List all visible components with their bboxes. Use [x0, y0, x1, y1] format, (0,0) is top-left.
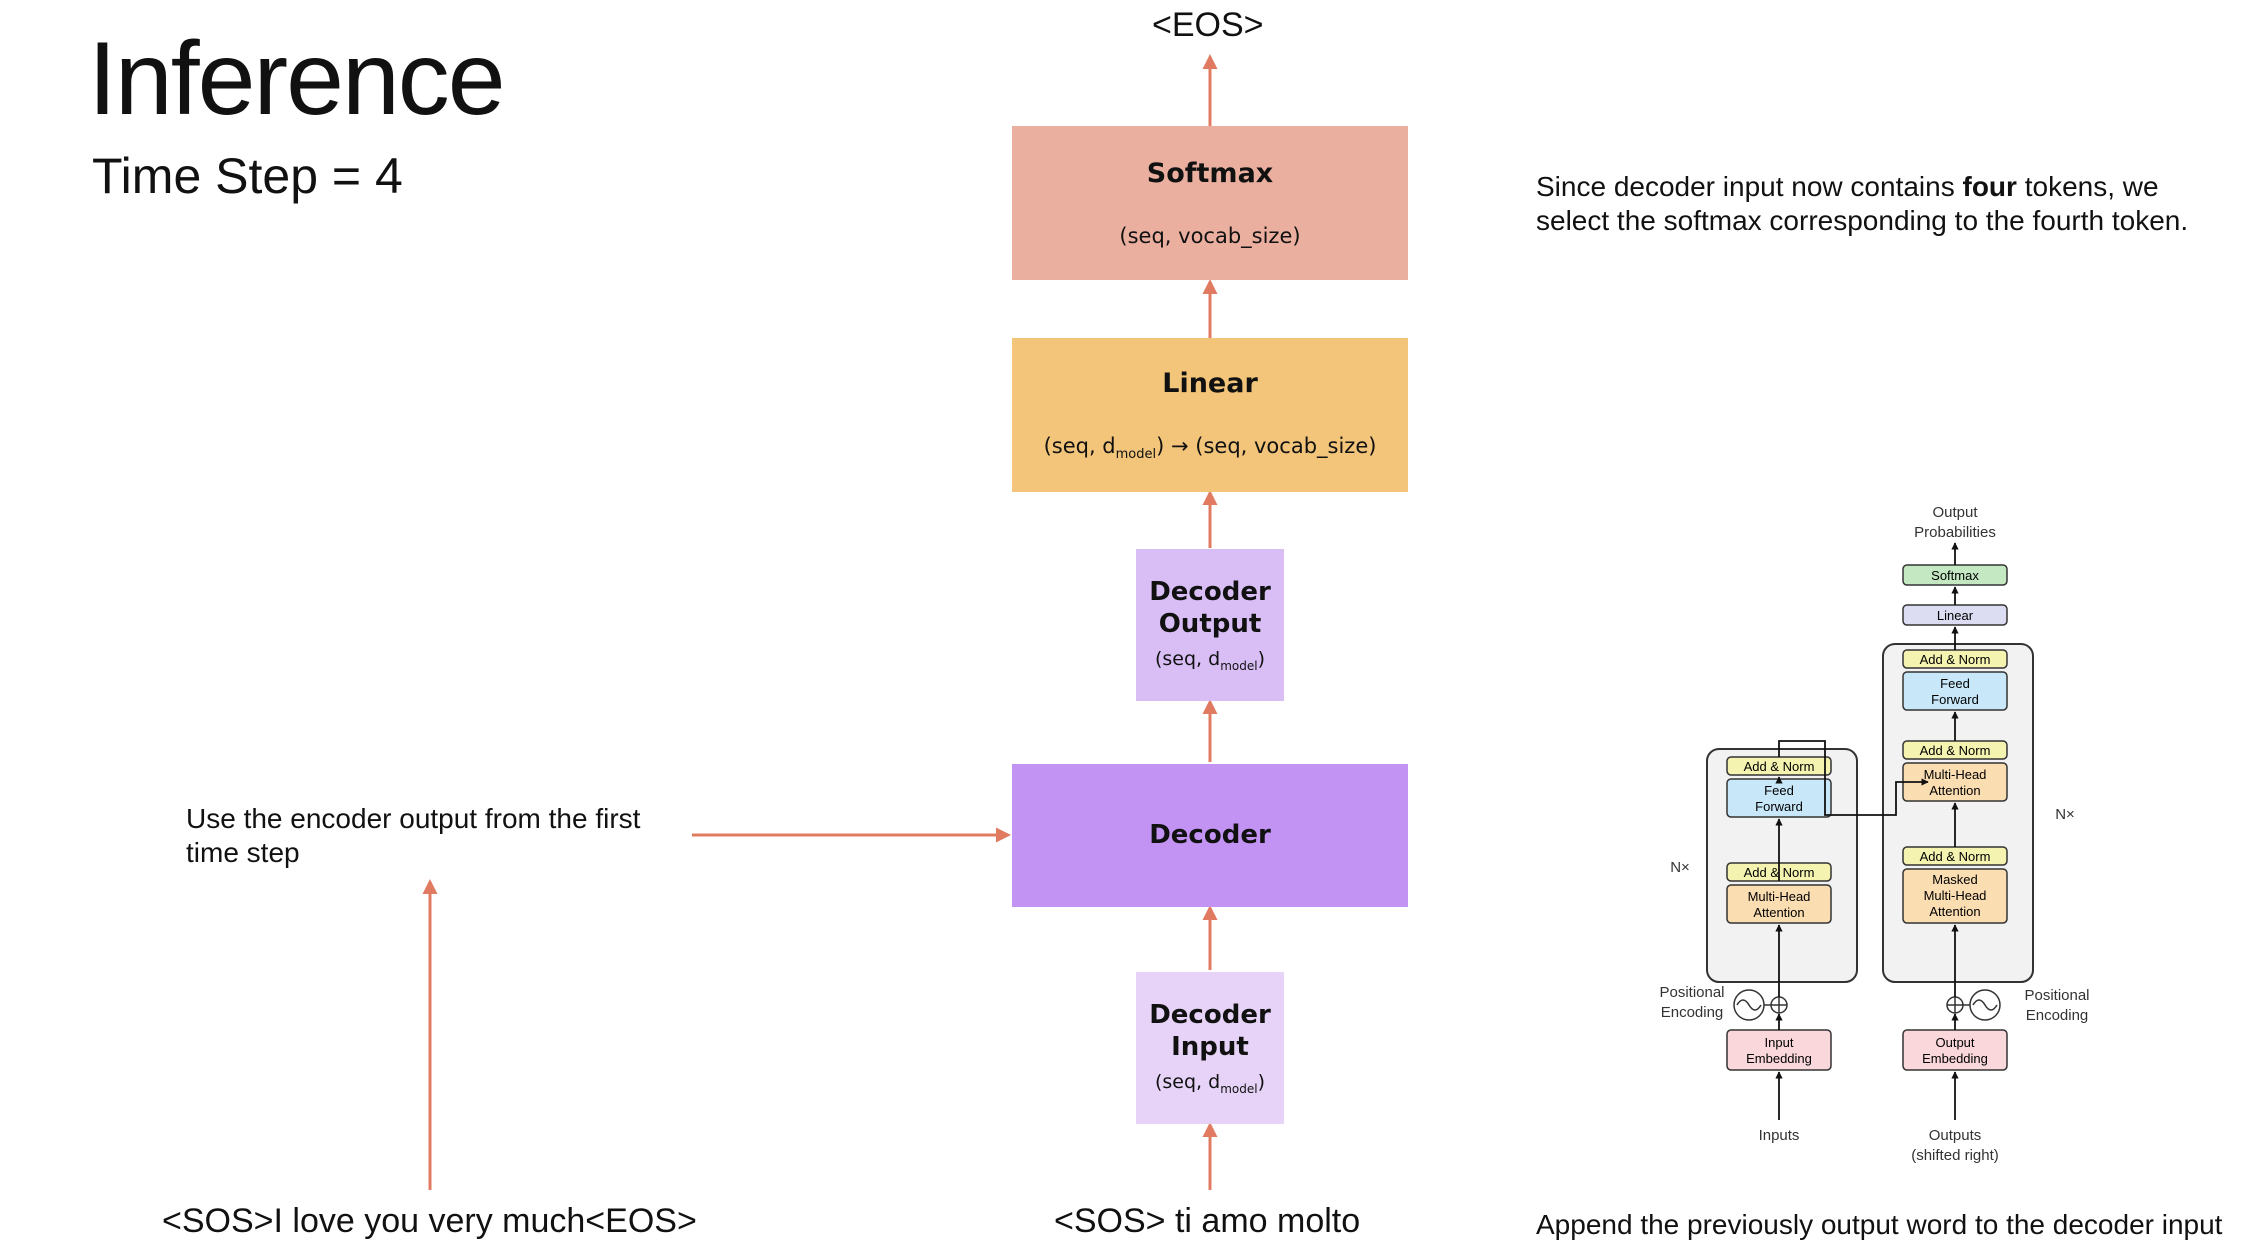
inputs-label: Inputs — [1759, 1127, 1800, 1144]
dec-addnorm-1-label: Add & Norm — [1920, 849, 1991, 864]
softmax-dims: (seq, vocab_size) — [1119, 224, 1301, 249]
slide-title: Inference — [88, 21, 506, 137]
dec-addnorm-3-label: Add & Norm — [1920, 652, 1991, 667]
linear-label: Linear — [1162, 367, 1258, 399]
softmax-block: Softmax (seq, vocab_size) — [1012, 126, 1408, 280]
softmax-label: Softmax — [1146, 157, 1274, 189]
decoder-output-dims: (seq, dmodel) — [1155, 647, 1265, 673]
decoder-nx-label: N× — [2055, 806, 2075, 823]
mini-softmax-label: Softmax — [1931, 568, 1979, 583]
linear-dims: (seq, dmodel) → (seq, vocab_size) — [1043, 434, 1377, 463]
outputs-label: Outputs(shifted right) — [1911, 1127, 1999, 1164]
eos-output-token: <EOS> — [1152, 6, 1264, 44]
decoder-block: Decoder — [1012, 764, 1408, 907]
decoder-input-dims: (seq, dmodel) — [1155, 1070, 1265, 1096]
enc-addnorm-2-label: Add & Norm — [1744, 759, 1815, 774]
decoder-label: Decoder — [1149, 819, 1271, 850]
softmax-selection-note: Since decoder input now contains four to… — [1536, 171, 2189, 237]
mini-linear-label: Linear — [1937, 608, 1974, 623]
dec-addnorm-2-label: Add & Norm — [1920, 743, 1991, 758]
time-step-label: Time Step = 4 — [92, 148, 403, 204]
encoder-nx-label: N× — [1670, 859, 1690, 876]
linear-block: Linear (seq, dmodel) → (seq, vocab_size) — [1012, 338, 1408, 492]
append-note: Append the previously output word to the… — [1536, 1209, 2223, 1240]
target-sequence: <SOS> ti amo molto — [1054, 1202, 1361, 1240]
source-sequence: <SOS>I love you very much<EOS> — [162, 1202, 697, 1240]
